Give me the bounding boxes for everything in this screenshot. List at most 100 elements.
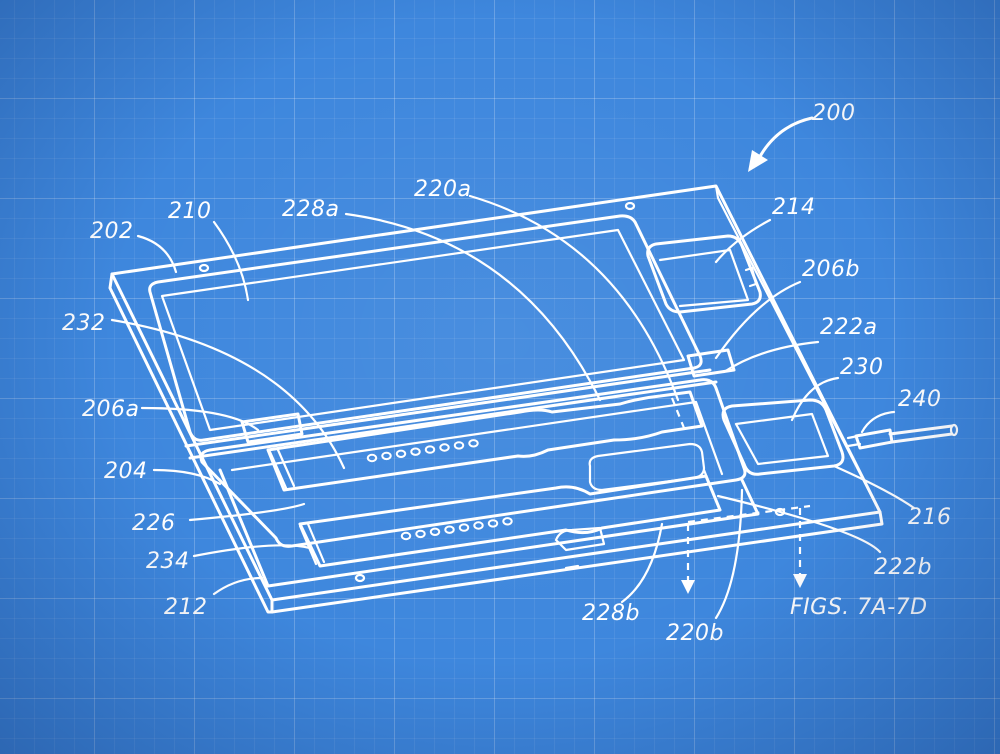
lower-recess-floor — [218, 468, 760, 588]
strap-228b-buckle — [554, 526, 606, 552]
label-204: 204 — [104, 459, 148, 484]
label-200: 200 — [812, 101, 856, 126]
ref-arrow-200-line — [756, 116, 814, 162]
strap-hole-lower — [502, 517, 513, 526]
pocket-214-inner — [658, 248, 750, 308]
label-214: 214 — [772, 195, 816, 220]
pocket-214 — [646, 234, 762, 314]
strap-hole-upper — [453, 441, 465, 450]
strap-hole-lower — [473, 521, 484, 530]
strap-228a-end-lines — [268, 448, 296, 490]
label-216: 216 — [908, 505, 952, 530]
label-206b: 206b — [802, 257, 860, 282]
label-228a: 228a — [282, 197, 339, 222]
leader-222a — [722, 340, 820, 374]
label-202: 202 — [90, 219, 134, 244]
divider-206b — [686, 348, 736, 378]
strap-hole-lower — [458, 523, 470, 532]
label-232: 232 — [62, 311, 106, 336]
pin-222b — [702, 469, 718, 501]
label-228b: 228b — [582, 601, 640, 626]
strap-hole-lower — [415, 529, 426, 539]
leader-204 — [152, 468, 222, 486]
pocket-230 — [721, 398, 845, 476]
leader-230 — [790, 376, 840, 422]
leader-202 — [136, 234, 178, 274]
strap-hole-upper — [395, 449, 407, 458]
label-figs-7a-7d: FIGS. 7A-7D — [790, 595, 928, 620]
section-arrows — [681, 508, 807, 594]
strap-holes — [366, 439, 513, 541]
label-220a: 220a — [414, 177, 471, 202]
strap-hole-lower — [429, 527, 441, 536]
strap-228a-band — [266, 390, 704, 492]
section-arrow-left-head — [681, 580, 695, 594]
strap-hole-upper — [468, 439, 479, 448]
strap-228b-end-lines — [298, 522, 326, 566]
pins — [670, 397, 811, 524]
upper-recess-inner — [160, 228, 686, 432]
pocket-214-outline — [646, 234, 762, 314]
strap-hole-upper — [381, 451, 392, 461]
leader-206b — [714, 280, 802, 360]
tray-slot — [564, 564, 580, 570]
cable-connector — [846, 434, 862, 448]
leader-232 — [110, 318, 346, 470]
cable-240 — [846, 423, 959, 450]
label-210: 210 — [168, 199, 212, 224]
strap-228a — [266, 390, 706, 492]
leader-226 — [188, 502, 306, 522]
label-220b: 220b — [666, 621, 724, 646]
divider-strips — [184, 348, 736, 460]
section-arrow-right-head — [793, 574, 807, 588]
strap-hole-upper — [366, 453, 378, 463]
divider-206a — [240, 412, 304, 444]
strap-hole-lower — [400, 531, 412, 541]
label-222a: 222a — [820, 315, 877, 340]
leader-228a — [344, 212, 602, 402]
tray-left-edge — [108, 272, 274, 614]
leader-212 — [212, 576, 264, 596]
middle-divider — [184, 368, 718, 460]
leader-216 — [832, 464, 916, 510]
leader-240 — [860, 410, 896, 434]
strap-hole-upper — [410, 447, 421, 456]
ref-arrow-200-head — [748, 150, 768, 172]
label-226: 226 — [132, 511, 176, 536]
leader-220a — [468, 194, 680, 402]
tray-front-edge — [270, 510, 884, 614]
label-222b: 222b — [874, 555, 932, 580]
reference-labels: 200 202 210 228a 220a 214 206b 222a 232 … — [62, 101, 952, 646]
leader-234 — [192, 544, 312, 558]
ref-arrow-200 — [748, 116, 814, 172]
tray-body — [108, 184, 884, 614]
strap-228b-band — [298, 474, 722, 568]
pocket-230-inner — [734, 412, 830, 466]
tray-hole-3 — [354, 573, 366, 583]
leader-228b — [620, 522, 664, 604]
leader-214 — [714, 218, 772, 264]
pin-222a — [670, 397, 686, 429]
pocket-214-tab — [744, 266, 758, 288]
tray-hole-1 — [198, 263, 210, 273]
leader-206a — [140, 406, 260, 432]
strap-hole-upper — [439, 443, 450, 452]
cable-wire — [888, 424, 954, 444]
label-206a: 206a — [82, 397, 139, 422]
pocket-230-outline — [721, 398, 845, 476]
label-212: 212 — [164, 595, 208, 620]
upper-recess-outer — [148, 214, 703, 442]
leader-222b — [716, 494, 882, 554]
strap-228a-tip — [588, 442, 706, 492]
leader-lines — [110, 194, 916, 620]
leader-210 — [212, 220, 250, 302]
strap-hole-upper — [424, 445, 436, 454]
label-234: 234 — [146, 549, 190, 574]
tray-holes — [198, 201, 786, 583]
strap-228b — [298, 474, 722, 568]
tray-hole-2 — [624, 201, 636, 211]
strap-hole-lower — [487, 519, 499, 528]
strap-hole-lower — [444, 525, 455, 534]
